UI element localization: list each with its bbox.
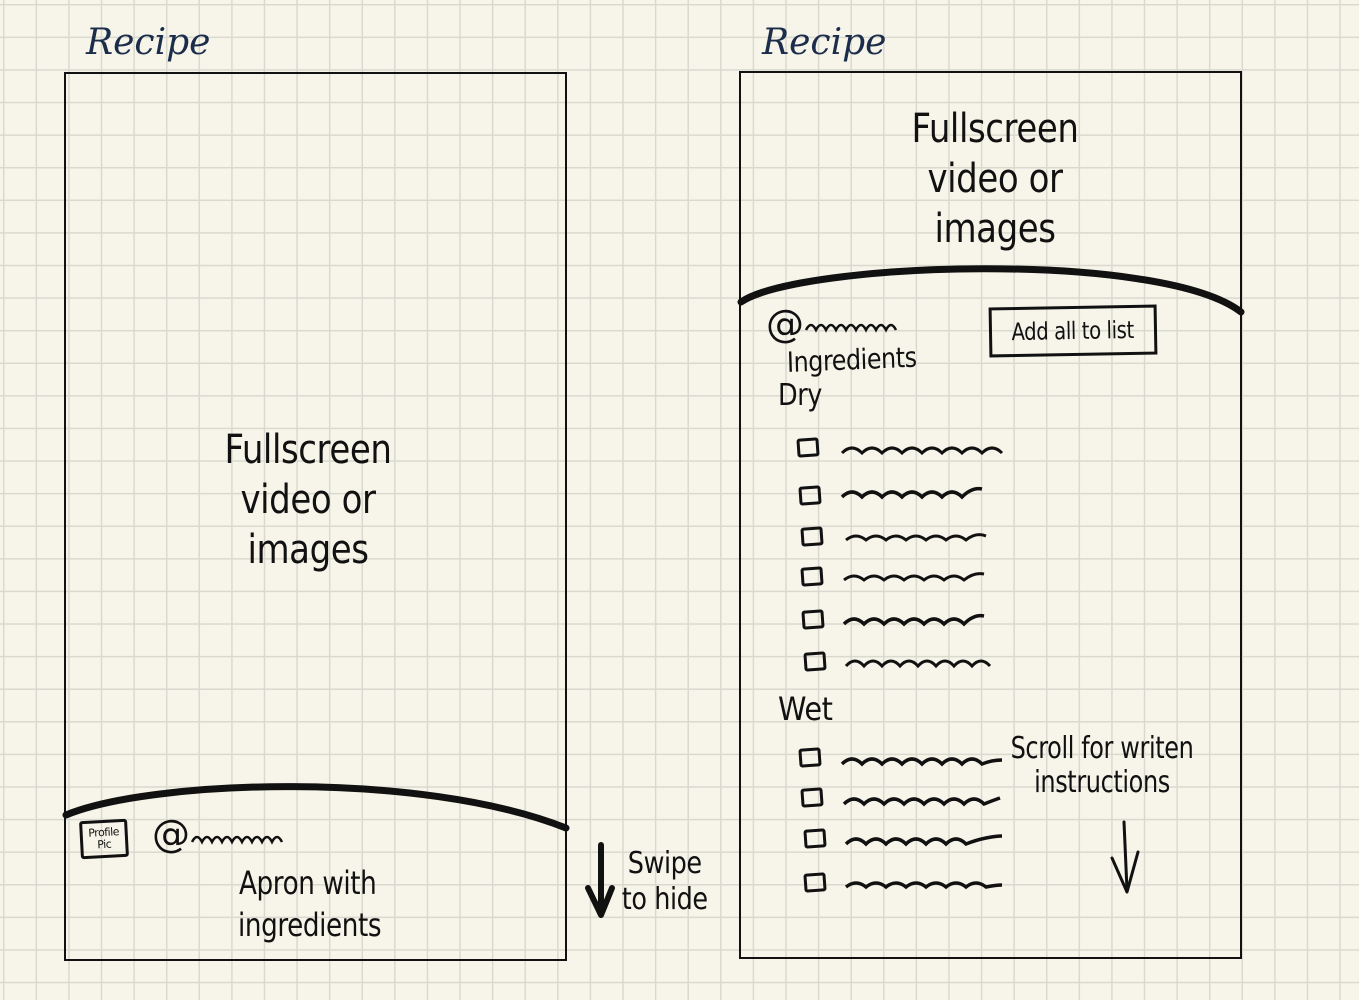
wet-heading: Wet [778,690,833,728]
right-media-placeholder[interactable]: Fullscreen video or images [911,106,1079,252]
left-phone-frame [64,72,567,961]
scroll-hint: Scroll for writen instructions [1010,731,1194,800]
right-screen-title: Recipe [762,22,887,63]
swipe-hint: Swipe to hide [621,846,708,917]
dry-heading: Dry [778,378,822,413]
left-media-placeholder[interactable]: Fullscreen video or images [224,427,392,573]
right-handle-at[interactable]: @ [766,302,804,346]
left-screen-title: Recipe [86,22,211,63]
left-handle-at[interactable]: @ [152,812,190,856]
right-phone-frame [739,71,1242,959]
apron-label: Apron with ingredients [238,864,382,944]
